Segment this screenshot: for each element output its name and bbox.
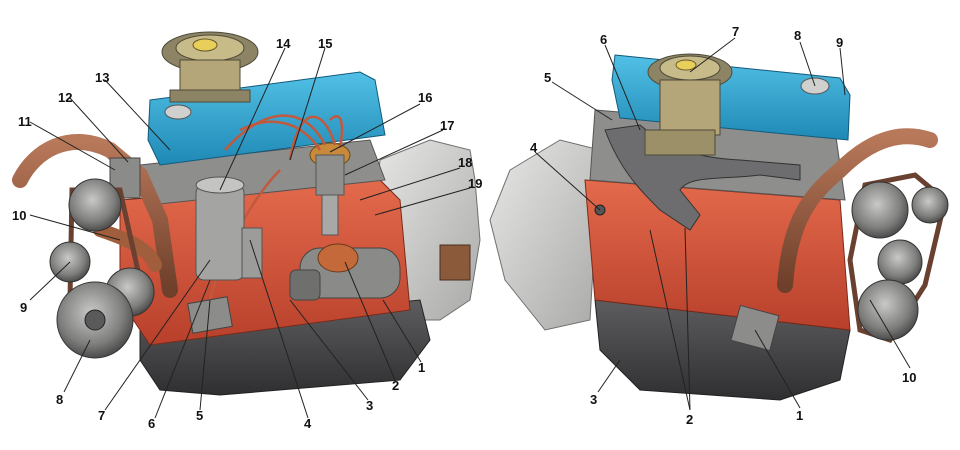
right-crank-pulley: [857, 279, 919, 341]
callout-right-1: 1: [796, 408, 803, 423]
callout-left-13: 13: [95, 70, 109, 85]
left-engine-view: [12, 31, 481, 396]
right-pulley-side: [911, 186, 949, 224]
left-oil-filter: [195, 176, 245, 281]
left-lower-hose: [93, 223, 162, 272]
left-starter: [289, 243, 401, 301]
left-oil-filler-cap: [164, 104, 192, 120]
right-bell-housing: [489, 139, 601, 331]
right-pulley-mid: [877, 239, 923, 285]
right-side-plate: [730, 304, 780, 352]
callout-left-16: 16: [418, 90, 432, 105]
callout-left-6: 6: [148, 416, 155, 431]
callout-left-8: 8: [56, 392, 63, 407]
callout-right-2: 2: [686, 412, 693, 427]
callout-left-1: 1: [418, 360, 425, 375]
callout-right-4: 4: [530, 140, 538, 155]
callout-left-18: 18: [458, 155, 472, 170]
right-engine-view: [489, 53, 949, 401]
callout-right-7: 7: [732, 24, 739, 39]
callout-left-14: 14: [276, 36, 291, 51]
callouts-right: 1 2 3 4 5 6 7 8 9 10: [530, 24, 916, 427]
callout-right-5: 5: [544, 70, 551, 85]
callout-left-15: 15: [318, 36, 332, 51]
left-timing-plate: [187, 296, 233, 334]
callout-left-17: 17: [440, 118, 454, 133]
left-crank-hub: [84, 309, 106, 331]
left-fuel-pump: [241, 227, 263, 279]
callout-right-3: 3: [590, 392, 597, 407]
callout-right-10: 10: [902, 370, 916, 385]
left-carburetor: [161, 31, 259, 103]
callout-right-8: 8: [794, 28, 801, 43]
callout-left-9: 9: [20, 300, 27, 315]
callouts-left: 1 2 3 4 5 6 7 8 9 10 11 12 13 14 15 16 1…: [12, 36, 482, 431]
left-gearbox-mount: [439, 244, 471, 281]
callout-left-12: 12: [58, 90, 72, 105]
left-distributor: [309, 142, 351, 236]
right-pulley-top: [851, 181, 909, 239]
callout-left-10: 10: [12, 208, 26, 223]
callout-right-9: 9: [836, 35, 843, 50]
callout-left-4: 4: [304, 416, 312, 431]
callout-left-19: 19: [468, 176, 482, 191]
right-upper-hose: [777, 128, 938, 293]
callout-left-2: 2: [392, 378, 399, 393]
callout-left-11: 11: [18, 114, 32, 129]
callout-left-5: 5: [196, 408, 203, 423]
callout-right-6: 6: [600, 32, 607, 47]
callout-left-3: 3: [366, 398, 373, 413]
leader-lines: [29, 37, 911, 419]
left-pulley-top: [68, 178, 122, 232]
callout-left-7: 7: [98, 408, 105, 423]
